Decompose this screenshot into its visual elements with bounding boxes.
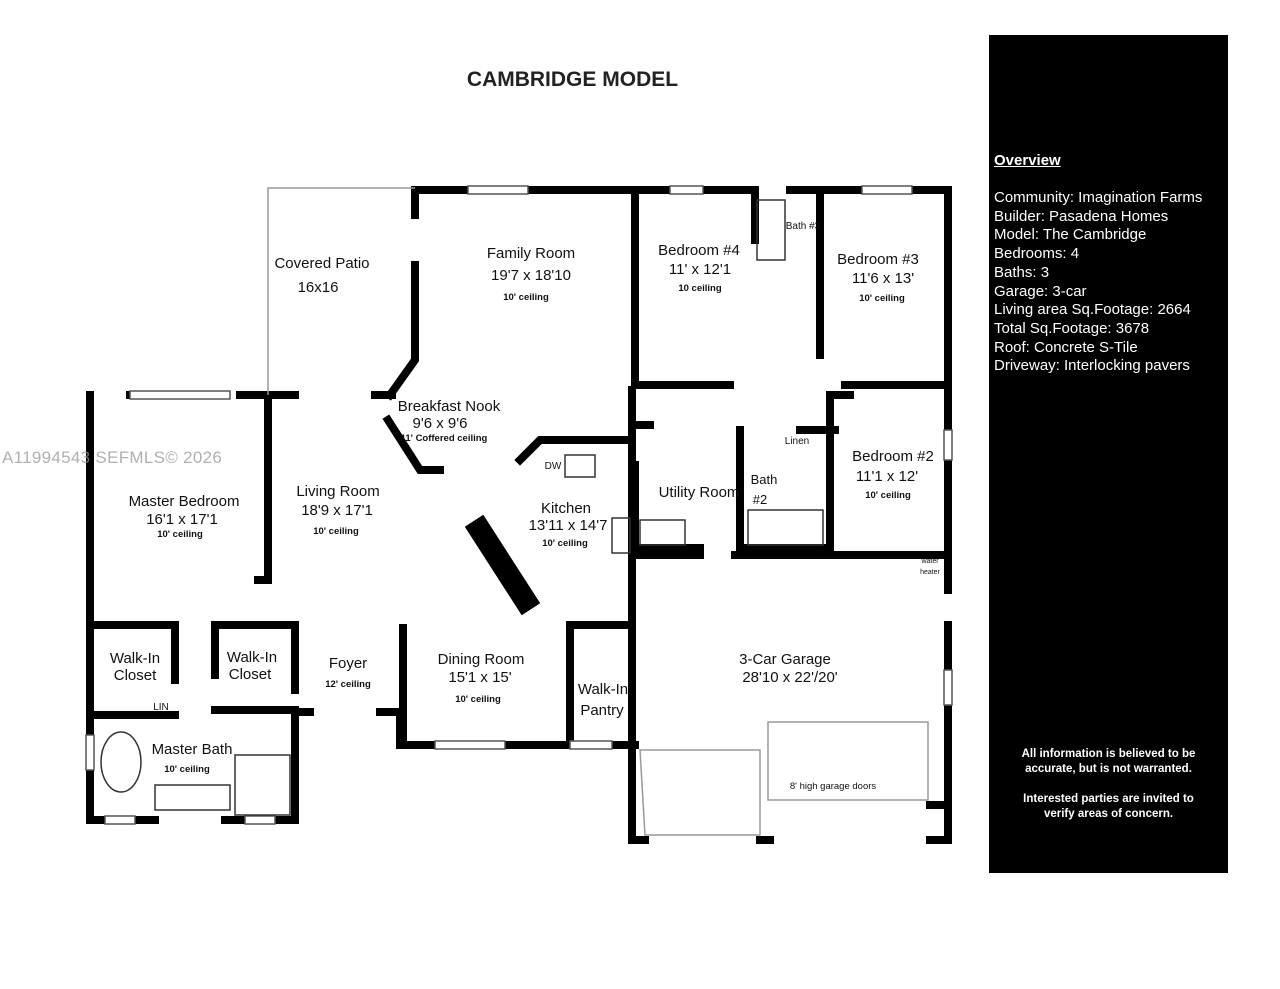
family-room-size: 19'7 x 18'10 bbox=[491, 267, 571, 284]
bedroom2-name: Bedroom #2 bbox=[852, 448, 934, 465]
garage-size: 28'10 x 22'/20' bbox=[742, 669, 837, 686]
overview-item: Garage: 3-car bbox=[994, 282, 1087, 300]
patio-outline bbox=[267, 187, 929, 836]
kitchen-ceiling: 10' ceiling bbox=[542, 538, 588, 549]
water-heater-line2: heater bbox=[920, 569, 941, 576]
mls-watermark: A11994543 SEFMLS© 2026 bbox=[2, 448, 223, 467]
breakfast-nook-name: Breakfast Nook bbox=[398, 398, 501, 415]
dishwasher-label: DW bbox=[545, 461, 562, 472]
dining-room-ceiling: 10' ceiling bbox=[455, 694, 501, 705]
dining-room-size: 15'1 x 15' bbox=[448, 669, 511, 686]
master-bedroom-name: Master Bedroom bbox=[129, 493, 240, 510]
living-room-name: Living Room bbox=[296, 483, 379, 500]
dining-room-name: Dining Room bbox=[438, 651, 525, 668]
living-room-size: 18'9 x 17'1 bbox=[301, 502, 373, 519]
disclaimer-verify: Interested parties are invited to verify… bbox=[1023, 793, 1194, 820]
overview-item: Baths: 3 bbox=[994, 263, 1050, 281]
linen-label: Linen bbox=[785, 436, 809, 447]
walkin-closet-2-line1: Walk-In bbox=[227, 649, 277, 666]
bedroom3-name: Bedroom #3 bbox=[837, 251, 919, 268]
bath2-number: #2 bbox=[753, 492, 767, 507]
bedroom2-ceiling: 10' ceiling bbox=[865, 490, 911, 501]
overview-panel: Overview Community: Imagination Farms Bu… bbox=[989, 35, 1228, 873]
water-heater-line1: water bbox=[920, 558, 939, 565]
master-bedroom-size: 16'1 x 17'1 bbox=[146, 511, 218, 528]
fixtures bbox=[100, 199, 824, 816]
room-labels: Covered Patio 16x16 Family Room 19'7 x 1… bbox=[110, 221, 941, 792]
breakfast-nook-size: 9'6 x 9'6 bbox=[413, 415, 468, 432]
walkin-closet-2-line2: Closet bbox=[229, 666, 272, 683]
family-room-name: Family Room bbox=[487, 245, 575, 262]
bedroom3-size: 11'6 x 13' bbox=[852, 270, 914, 287]
windows bbox=[85, 185, 953, 825]
utility-room-name: Utility Room bbox=[659, 484, 740, 501]
overview-item: Total Sq.Footage: 3678 bbox=[994, 319, 1150, 337]
bedroom4-size: 11' x 12'1 bbox=[669, 261, 731, 278]
kitchen-name: Kitchen bbox=[541, 500, 591, 517]
walls bbox=[86, 186, 952, 844]
overview-item: Community: Imagination Farms bbox=[994, 189, 1203, 206]
overview-item: Model: The Cambridge bbox=[994, 226, 1147, 244]
walkin-pantry-line2: Pantry bbox=[580, 702, 624, 719]
walkin-closet-1-line2: Closet bbox=[114, 667, 157, 684]
overview-item: Bedrooms: 4 bbox=[994, 245, 1080, 263]
plan-title: CAMBRIDGE MODEL bbox=[466, 68, 679, 91]
overview-list: Community: Imagination Farms Builder: Pa… bbox=[994, 189, 1202, 376]
garage-door-note: 8' high garage doors bbox=[790, 781, 877, 792]
master-bath-ceiling: 10' ceiling bbox=[164, 764, 210, 775]
bath2-name: Bath bbox=[751, 472, 778, 487]
overview-heading: Overview bbox=[994, 152, 1061, 169]
master-bath-name: Master Bath bbox=[152, 741, 233, 758]
kitchen-size: 13'11 x 14'7 bbox=[529, 517, 608, 534]
overview-item: Driveway: Interlocking pavers bbox=[994, 357, 1190, 375]
living-room-ceiling: 10' ceiling bbox=[313, 526, 359, 537]
disclaimer-accuracy: All information is believed to be accura… bbox=[1021, 748, 1196, 775]
master-bedroom-ceiling: 10' ceiling bbox=[157, 529, 203, 540]
garage-name: 3-Car Garage bbox=[739, 651, 831, 668]
breakfast-nook-ceiling: 11' Coffered ceiling bbox=[401, 433, 488, 444]
bedroom2-size: 11'1 x 12' bbox=[856, 468, 918, 485]
walkin-pantry-line1: Walk-In bbox=[578, 681, 628, 698]
bedroom3-ceiling: 10' ceiling bbox=[859, 293, 905, 304]
walkin-closet-1-line1: Walk-In bbox=[110, 650, 160, 667]
foyer-ceiling: 12' ceiling bbox=[325, 679, 371, 690]
foyer-name: Foyer bbox=[329, 655, 367, 672]
lin-label: LIN bbox=[153, 702, 169, 713]
family-room-ceiling: 10' ceiling bbox=[503, 292, 549, 303]
bedroom4-name: Bedroom #4 bbox=[658, 242, 740, 259]
overview-item: Roof: Concrete S-Tile bbox=[994, 338, 1138, 356]
floor-plan: Covered Patio 16x16 Family Room 19'7 x 1… bbox=[85, 185, 953, 844]
covered-patio-name: Covered Patio bbox=[274, 255, 369, 272]
bedroom4-ceiling: 10 ceiling bbox=[678, 283, 721, 294]
overview-item: Builder: Pasadena Homes bbox=[994, 207, 1169, 225]
overview-item: Living area Sq.Footage: 2664 bbox=[994, 301, 1191, 319]
bath3-label: Bath #3 bbox=[786, 221, 821, 232]
covered-patio-size: 16x16 bbox=[298, 279, 339, 296]
